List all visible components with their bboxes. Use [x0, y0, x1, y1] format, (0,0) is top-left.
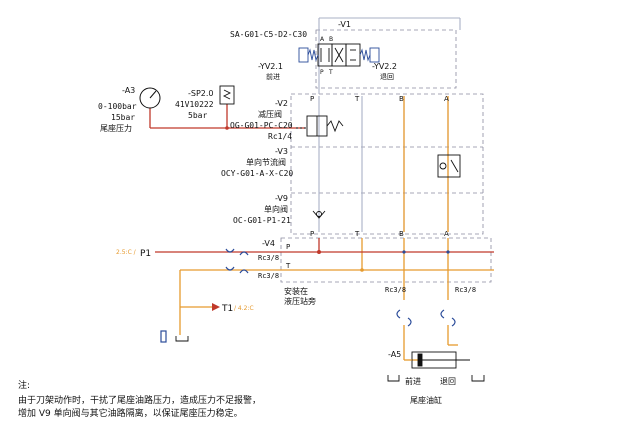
directional-valve-v1	[298, 43, 380, 67]
sol-right-sub: 退回	[380, 72, 394, 81]
a5-tag: -A5	[388, 350, 401, 359]
check-valve-icon	[312, 210, 326, 219]
sp2-tag: -SP2.0	[188, 89, 214, 98]
pressure-lines	[149, 104, 494, 253]
v1-port-t: T	[328, 69, 333, 76]
a3-range: 0-100bar	[98, 102, 137, 111]
v9-tag: -V9	[275, 194, 288, 203]
tank-arrow-icon	[212, 303, 220, 311]
v3-code: OCY-G01-A-X-C20	[221, 169, 293, 178]
v1-port-p: P	[320, 69, 324, 76]
a3-tag: -A3	[122, 86, 135, 95]
v3-name: 单向节流阀	[246, 157, 286, 167]
tank-icon	[387, 375, 400, 382]
v2-port: Rc1/4	[268, 132, 292, 141]
stack-port-top: P	[310, 95, 314, 103]
orange-lines	[179, 96, 494, 361]
stack-port-top: T	[354, 95, 360, 103]
stack-port-bottom: P	[310, 230, 314, 238]
v3-tag: -V3	[275, 147, 288, 156]
tank-icon	[471, 375, 485, 382]
p1-note: 2.5:C /	[116, 249, 137, 256]
v2-code: OG-G01-PC-C20	[230, 121, 293, 130]
v2-tag: -V2	[275, 99, 288, 108]
a5-forward: 前进	[405, 376, 421, 386]
v9-name: 单向阀	[264, 204, 288, 214]
p1-tag: P1	[140, 249, 151, 259]
sol-right-tag: -YV2.2	[372, 62, 397, 71]
a3-setting: 15bar	[111, 113, 135, 122]
stack-port-top: B	[399, 95, 404, 103]
stack-port-bottom: A	[444, 230, 449, 238]
throttle-check-valve-icon	[437, 154, 461, 178]
note-heading: 注:	[18, 381, 31, 391]
sp2-code: 41V10222	[175, 100, 214, 109]
v4-rc-p: Rc3/8	[258, 254, 279, 262]
stack-port-top: A	[444, 95, 449, 103]
stack-port-bottom: B	[399, 230, 404, 238]
sol-left-tag: -YV2.1	[258, 62, 283, 71]
a5-back: 退回	[440, 377, 456, 386]
v1-port-b: B	[329, 36, 333, 43]
cylinder-icon	[404, 351, 470, 369]
a5-name: 尾座油缸	[410, 395, 442, 405]
v4-rc-b: Rc3/8	[385, 286, 406, 294]
coupler-icon	[225, 248, 456, 327]
return-lines	[318, 17, 461, 232]
note-line: 由于刀架动作时，干扰了尾座油路压力，造成压力不足报警，	[18, 396, 262, 406]
a3-name: 尾座压力	[100, 123, 132, 133]
pressure-switch-icon	[219, 85, 235, 105]
note-line: 增加 V9 单向阀与其它油路隔离，以保证尾座压力稳定。	[18, 409, 243, 419]
sp2-setting: 5bar	[188, 111, 207, 120]
install-line1: 安装在	[284, 286, 308, 296]
v1-port-a: A	[320, 36, 325, 43]
v1-tag: -V1	[338, 20, 351, 29]
t1-tag: T1	[221, 304, 233, 314]
gauge-icon	[139, 87, 161, 109]
v9-code: OC-G01-P1-21	[233, 216, 291, 225]
v4-port-p: P	[286, 243, 290, 251]
tank-icon	[175, 336, 189, 342]
v4-rc-a: Rc3/8	[455, 286, 476, 294]
v4-port-t: T	[285, 262, 291, 270]
junction-dots	[225, 126, 450, 272]
sol-left-sub: 前进	[266, 72, 280, 81]
v2-name: 减压阀	[258, 109, 282, 119]
stack-port-bottom: T	[354, 230, 360, 238]
t1-note: / 4.2:C	[234, 305, 254, 312]
v4-tag: -V4	[262, 239, 275, 248]
filter-icon	[160, 330, 167, 343]
reducing-valve-icon	[296, 115, 344, 137]
v1-code: SA-G01-C5-D2-C30	[230, 30, 307, 39]
v4-rc-t: Rc3/8	[258, 272, 279, 280]
valve-stack-frame	[280, 29, 492, 283]
install-line2: 液压站旁	[284, 296, 316, 306]
